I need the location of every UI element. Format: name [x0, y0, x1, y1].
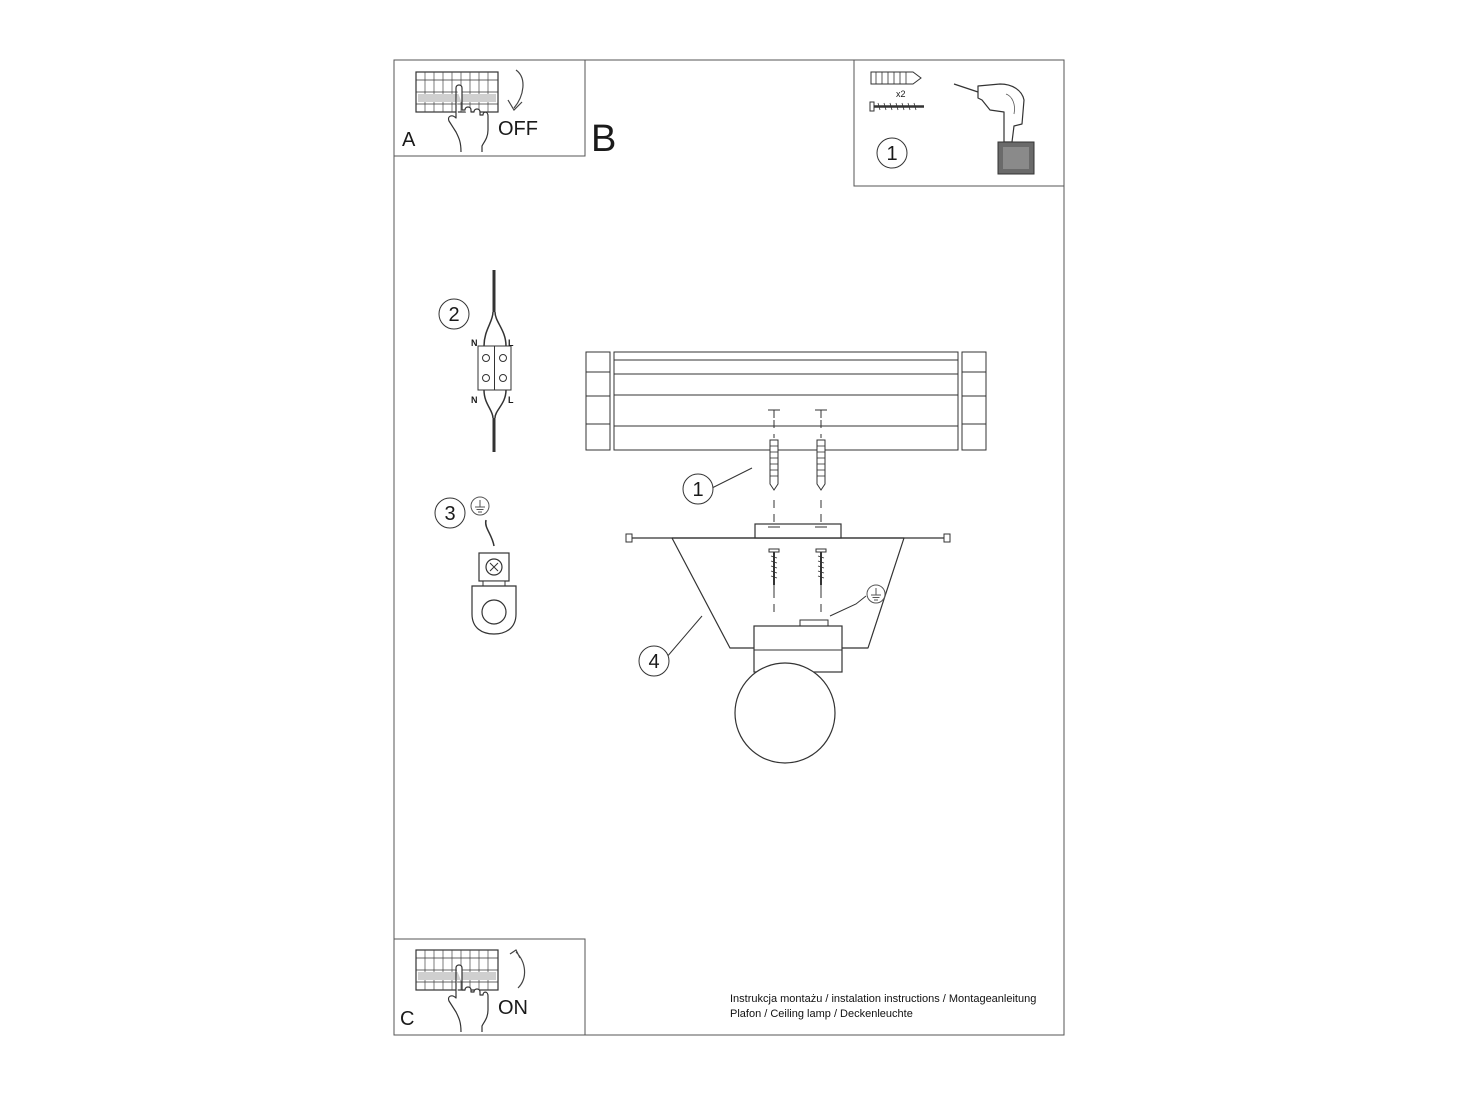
drill-icon — [953, 83, 1035, 175]
tools-step-circle — [876, 137, 908, 169]
wall-plug-right — [816, 439, 826, 491]
page-frame — [393, 59, 1065, 1036]
ground-symbol-lamp-icon — [866, 584, 886, 604]
terminal-block-icon — [477, 270, 512, 452]
callout-4-circle — [638, 645, 670, 677]
mounting-bracket — [625, 523, 951, 543]
on-label: ON — [498, 997, 528, 1019]
step-3-number: 3 — [444, 503, 455, 525]
footer-caption: Instrukcja montażu / instalation instruc… — [730, 992, 1060, 1022]
drill-guide-lines — [773, 420, 822, 618]
tools-panel: x2 1 — [853, 59, 1065, 187]
callout-4-leader — [665, 615, 703, 659]
panel-a-letter: A — [402, 129, 416, 151]
callout-1-leader — [711, 467, 753, 489]
screw-right — [815, 548, 827, 592]
step-3-ground: 3 — [434, 496, 517, 635]
screw-horizontal-icon — [869, 101, 924, 112]
lamp-shade — [671, 537, 905, 649]
arrow-down-icon — [507, 69, 524, 111]
glass-globe — [734, 662, 836, 764]
callout-1-circle — [682, 473, 714, 505]
step-2-circle — [438, 298, 470, 330]
ground-symbol-icon — [470, 496, 490, 516]
panel-c-power-on: C ON — [393, 938, 586, 1036]
wall-plug-left — [769, 439, 779, 491]
step-3-circle — [434, 497, 466, 529]
step-2-wiring: 2 N L N L — [438, 270, 514, 452]
panel-c-letter: C — [400, 1008, 414, 1030]
ground-terminal-icon — [471, 552, 517, 635]
ground-leader — [829, 595, 867, 617]
off-label: OFF — [498, 118, 538, 140]
screw-left — [768, 548, 780, 592]
footer-line-2: Plafon / Ceiling lamp / Deckenleuchte — [730, 1008, 913, 1020]
neutral-label-top: N — [471, 338, 478, 348]
dowel-horizontal-icon — [870, 71, 922, 85]
tools-step-number: 1 — [886, 143, 897, 165]
arrow-up-icon — [509, 949, 526, 989]
ceiling-beam — [585, 351, 987, 451]
callout-1-number: 1 — [692, 479, 703, 501]
ground-wire — [484, 519, 495, 547]
live-label-top: L — [508, 338, 514, 348]
panel-a-power-off: A OFF — [393, 59, 586, 157]
callout-4-number: 4 — [648, 651, 659, 673]
dowel-count: x2 — [896, 89, 906, 99]
step-2-number: 2 — [448, 304, 459, 326]
footer-line-1: Instrukcja montażu / instalation instruc… — [730, 993, 1037, 1005]
neutral-label-bottom: N — [471, 395, 478, 405]
panel-b-letter: B — [591, 118, 616, 160]
mounting-holes — [768, 409, 827, 418]
live-label-bottom: L — [508, 395, 514, 405]
